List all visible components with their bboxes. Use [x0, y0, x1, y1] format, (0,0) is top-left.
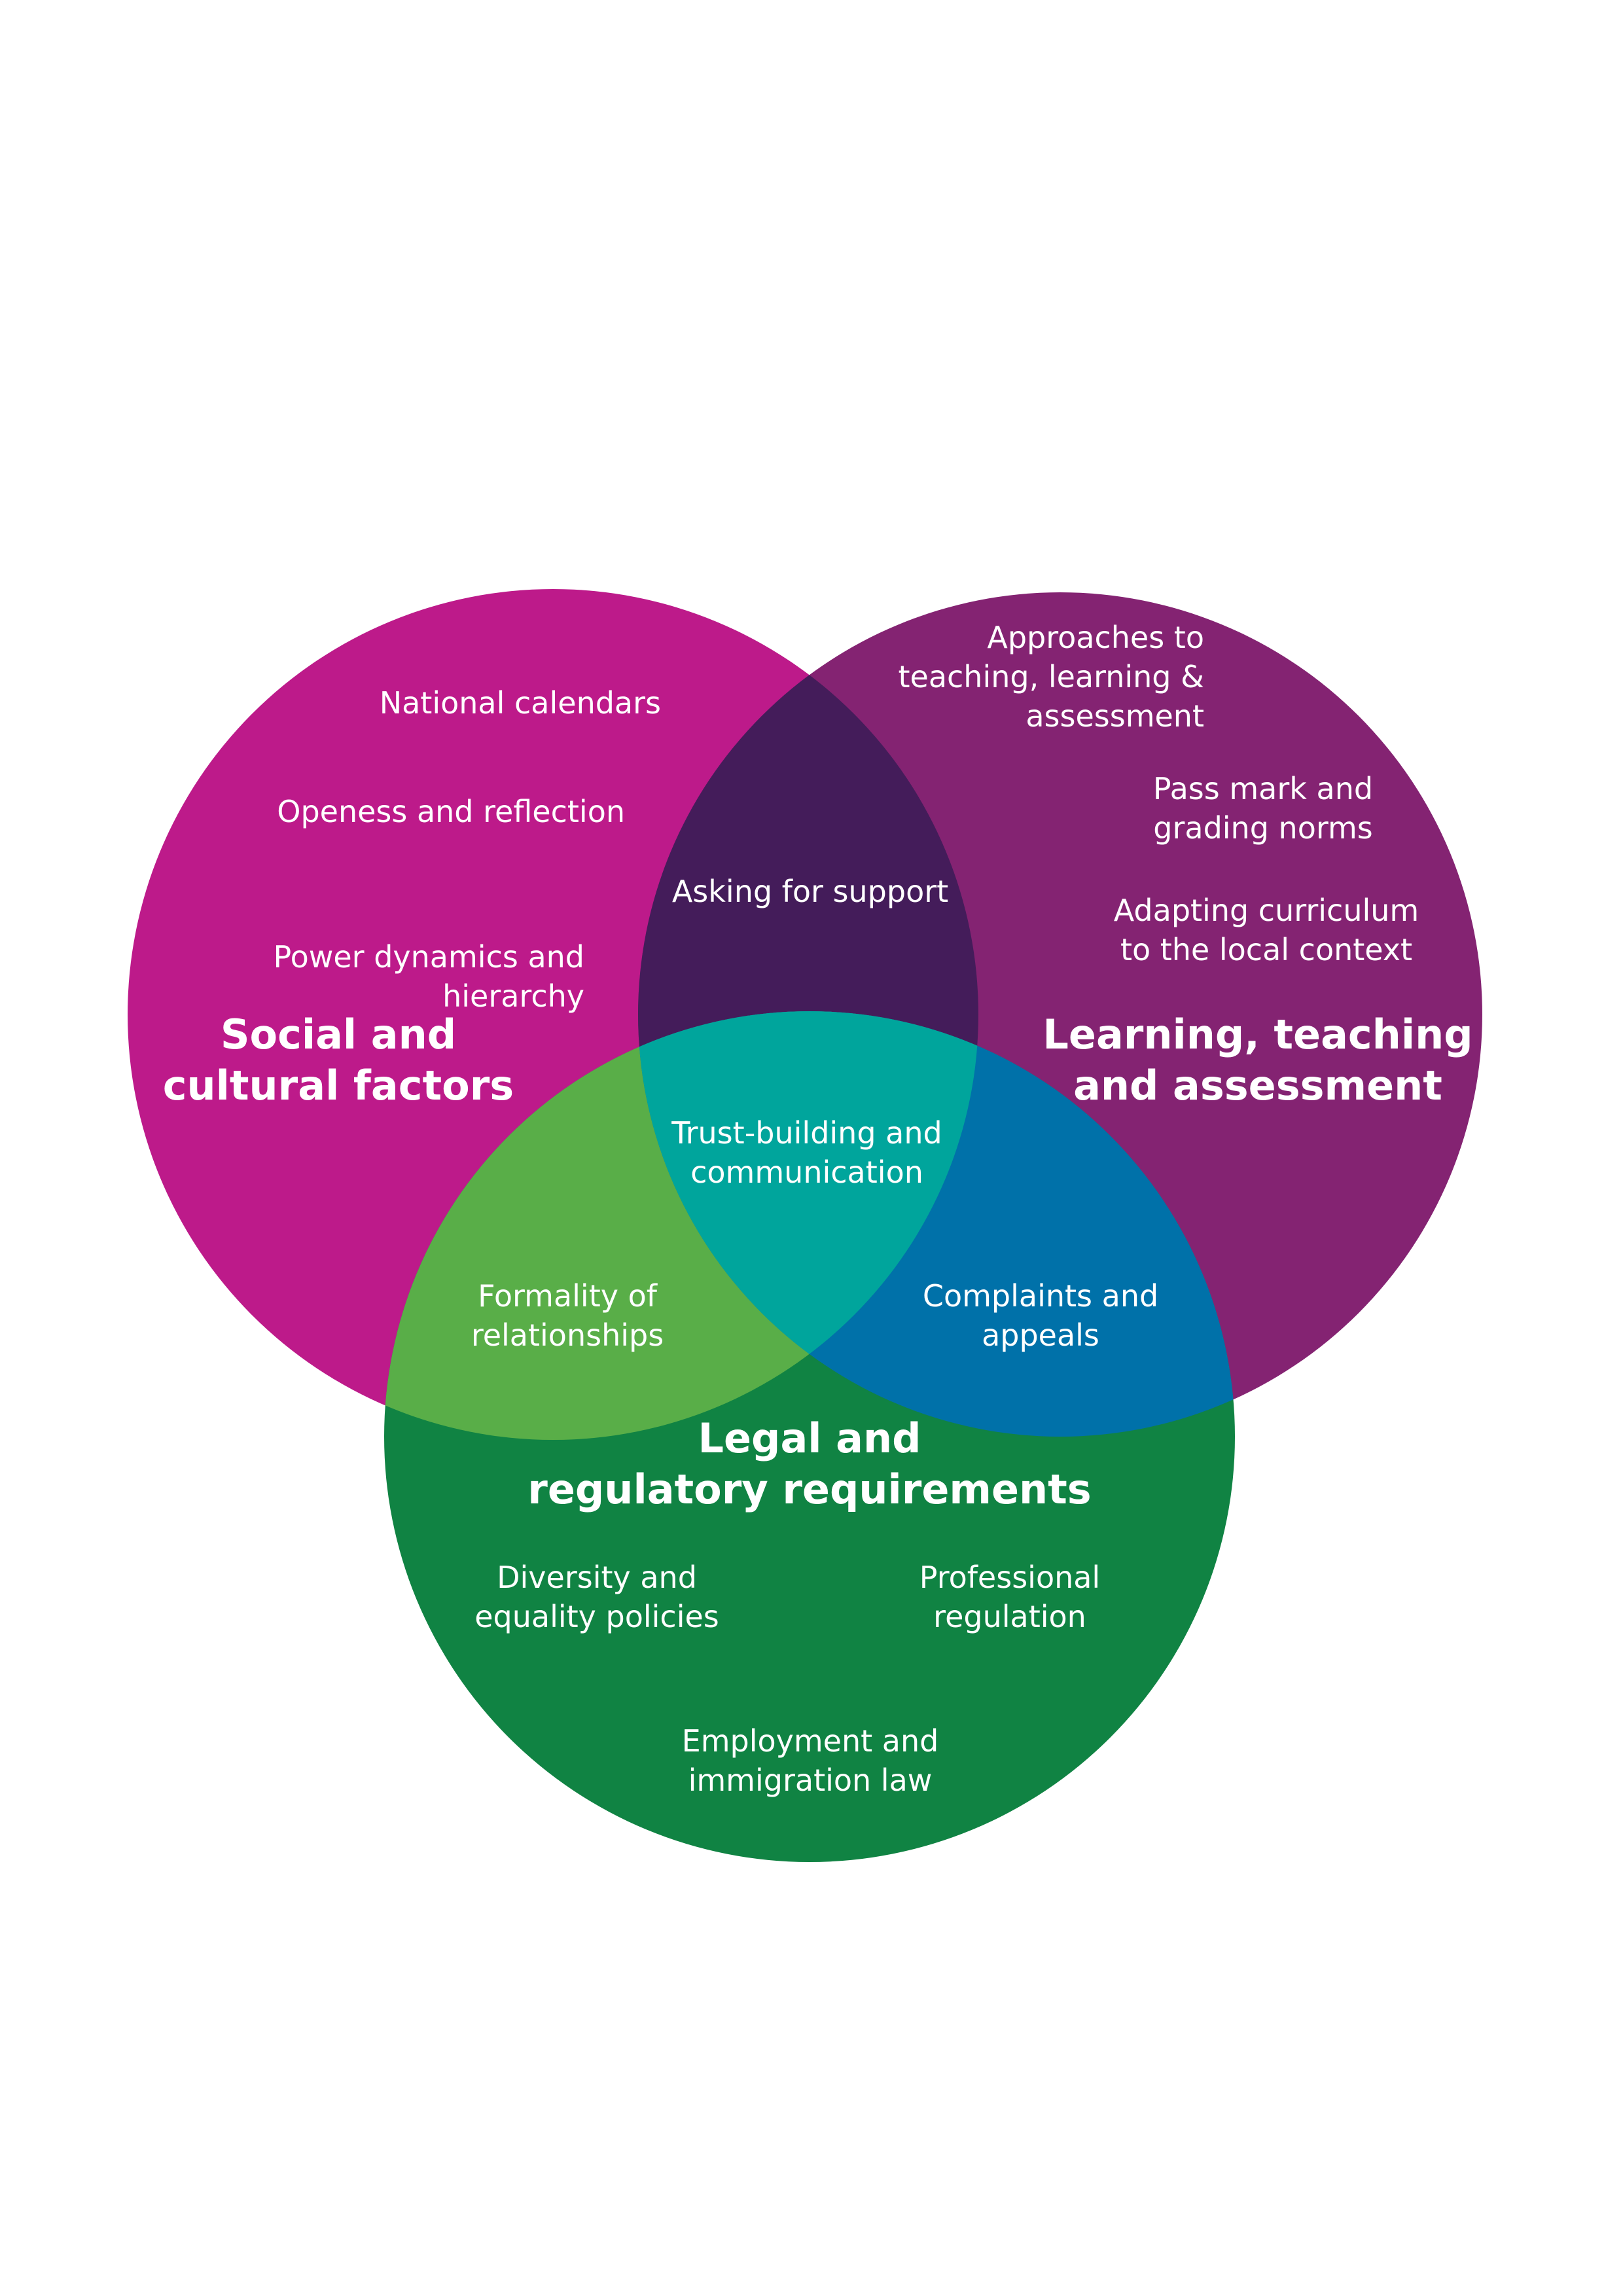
- item-adapting-line2: to the local context: [1120, 932, 1412, 967]
- item-openness-reflection: Openess and reflection: [277, 794, 625, 829]
- item-diversity-line2: equality policies: [474, 1599, 719, 1634]
- item-approaches-line1: Approaches to: [987, 620, 1204, 655]
- item-approaches-line2: teaching, learning &: [898, 659, 1204, 694]
- social-title-line2: cultural factors: [163, 1062, 514, 1109]
- item-employment-line2: immigration law: [688, 1763, 933, 1798]
- item-professional-line1: Professional: [919, 1560, 1100, 1595]
- item-pass-mark-line2: grading norms: [1153, 810, 1372, 846]
- overlap-trust-building-line2: communication: [690, 1155, 923, 1190]
- learning-title-line2: and assessment: [1073, 1062, 1442, 1109]
- item-approaches-line3: assessment: [1026, 698, 1204, 734]
- overlap-formality-line1: Formality of: [478, 1278, 658, 1314]
- overlap-trust-building-line1: Trust-building and: [671, 1115, 942, 1151]
- learning-legal-overlap: [638, 1011, 1235, 1437]
- item-power-dynamics-line1: Power dynamics and: [274, 939, 584, 975]
- social-title-line1: Social and: [221, 1011, 456, 1058]
- learning-title-line1: Learning, teaching: [1043, 1011, 1472, 1058]
- item-professional-line2: regulation: [933, 1599, 1086, 1634]
- overlap-complaints-line2: appeals: [982, 1318, 1099, 1353]
- item-pass-mark-line1: Pass mark and: [1153, 771, 1373, 806]
- legal-title-line1: Legal and: [698, 1414, 921, 1462]
- item-employment-line1: Employment and: [682, 1723, 939, 1759]
- overlap-asking-for-support: Asking for support: [672, 874, 948, 909]
- item-national-calendars: National calendars: [380, 685, 661, 721]
- item-power-dynamics-line2: hierarchy: [442, 978, 584, 1014]
- legal-title-line2: regulatory requirements: [527, 1465, 1091, 1513]
- item-diversity-line1: Diversity and: [497, 1560, 697, 1595]
- overlap-formality-line2: relationships: [471, 1318, 664, 1353]
- overlap-complaints-line1: Complaints and: [923, 1278, 1158, 1314]
- item-adapting-line1: Adapting curriculum: [1114, 893, 1419, 928]
